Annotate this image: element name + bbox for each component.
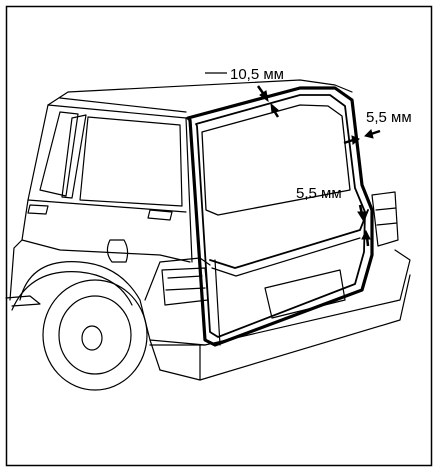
door-seal-outer — [186, 86, 374, 347]
roof-line — [47, 79, 353, 106]
arrow-icon — [270, 102, 280, 118]
tail-lamp-right — [371, 191, 399, 247]
arrow-icon — [364, 129, 381, 139]
fuel-cap — [106, 239, 129, 263]
door-seal-inner — [195, 94, 366, 338]
license-plate-recess — [264, 269, 346, 319]
top-gap-label: 10,5 мм — [230, 66, 284, 83]
back-door — [186, 86, 374, 347]
dimension-arrows — [205, 72, 381, 247]
arrow-icon — [343, 135, 360, 145]
door-handle — [147, 209, 173, 221]
rear-window-glass — [201, 104, 351, 216]
rear-wheel — [42, 279, 148, 391]
diagram-border — [5, 5, 433, 467]
arrow-icon — [361, 229, 371, 247]
lower-gap-label: 5,5 мм — [296, 185, 342, 202]
arrow-icon — [256, 85, 269, 103]
arrow-icon — [357, 204, 367, 222]
front-body-line — [9, 104, 49, 301]
wheel-arch — [19, 261, 151, 341]
front-side-window — [39, 111, 79, 197]
rear-pillar — [185, 117, 193, 263]
vehicle-body — [5, 79, 411, 391]
side-gap-label: 5,5 мм — [366, 109, 412, 126]
rear-bumper — [149, 249, 411, 346]
rear-side-window — [79, 116, 183, 207]
